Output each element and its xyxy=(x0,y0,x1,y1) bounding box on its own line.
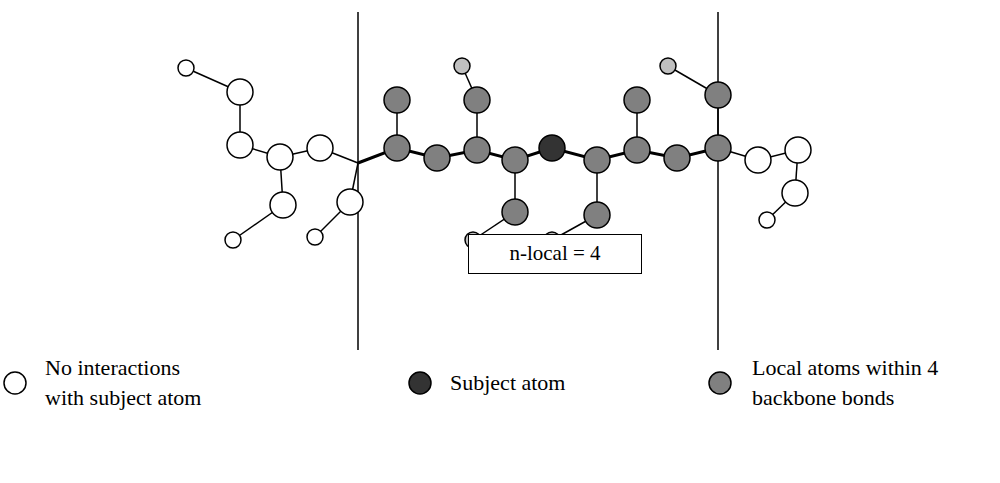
legend-swatch xyxy=(709,372,731,394)
bonds xyxy=(186,68,798,240)
distant-atoms xyxy=(178,60,811,248)
legend-sample xyxy=(707,370,733,396)
legend-text: Subject atom xyxy=(450,368,650,398)
box-label: n-local = 4 xyxy=(509,241,600,266)
legend-swatch xyxy=(409,372,431,394)
legend-text: No interactions with subject atom xyxy=(45,353,217,413)
legend-sample xyxy=(407,370,433,396)
local-atoms xyxy=(384,82,731,228)
label-box: n-local = 4 xyxy=(468,234,642,274)
side-chain-bonds xyxy=(397,66,718,240)
legend-swatch xyxy=(4,372,26,394)
region-boundaries xyxy=(358,12,718,350)
subject-atom xyxy=(539,135,565,161)
legend-sample xyxy=(2,370,28,396)
local-hydrogen-atoms xyxy=(454,58,676,248)
legend-text: Local atoms within 4 backbone bonds xyxy=(752,353,957,413)
